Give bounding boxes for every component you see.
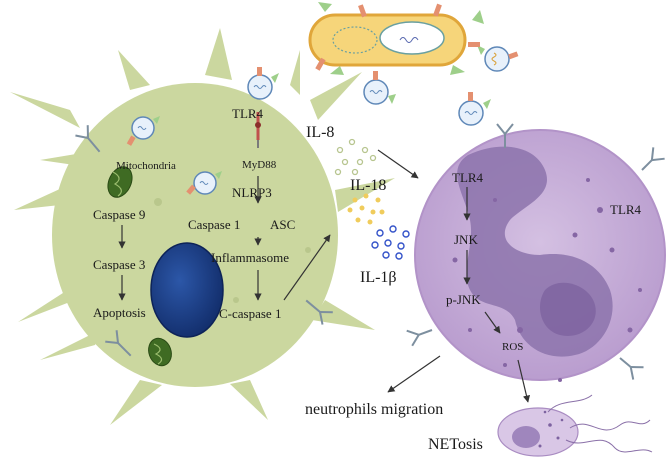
label-apoptosis: Apoptosis — [93, 305, 146, 320]
label-mitochondria: Mitochondria — [116, 160, 176, 172]
neutrophil-cell — [414, 129, 666, 382]
label-c-caspase1: C-caspase 1 — [219, 306, 281, 321]
neutrophil-receptor-icon — [406, 123, 665, 380]
macrophage-nucleus — [150, 242, 224, 338]
mitochondrion-lower — [148, 337, 172, 367]
label-il18: IL-18 — [350, 177, 386, 194]
label-tlr4-neutrophil-a: TLR4 — [452, 170, 484, 185]
label-caspase3: Caspase 3 — [93, 257, 145, 272]
label-il1b: IL-1β — [360, 269, 397, 286]
label-ros: ROS — [502, 341, 523, 353]
label-neutrophils-migration: neutrophils migration — [305, 401, 443, 418]
omv-icon — [126, 45, 519, 195]
mitochondrion-upper — [107, 166, 133, 198]
label-p-jnk: p-JNK — [446, 292, 481, 307]
il18-particles — [347, 193, 385, 225]
il8-particles — [334, 138, 377, 176]
bacterium — [308, 2, 484, 75]
label-netosis: NETosis — [428, 436, 483, 453]
label-inflammasome: Inflammasome — [211, 250, 289, 265]
label-jnk: JNK — [454, 232, 478, 247]
label-myd88: MyD88 — [242, 159, 277, 171]
label-nlrp3: NLRP3 — [232, 185, 272, 200]
label-caspase9: Caspase 9 — [93, 207, 145, 222]
label-asc: ASC — [270, 217, 295, 232]
label-caspase1: Caspase 1 — [188, 217, 240, 232]
macrophage-cell — [10, 28, 395, 425]
pathway-arrows — [118, 149, 531, 403]
netosis-cell — [497, 394, 653, 457]
label-tlr4-macrophage: TLR4 — [232, 106, 264, 121]
receptor-icon — [75, 125, 333, 357]
label-tlr4-neutrophil-b: TLR4 — [610, 202, 642, 217]
il1b-particles — [371, 225, 410, 260]
label-il8: IL-8 — [306, 124, 334, 141]
tlr4-myd88-receptor — [255, 112, 261, 148]
